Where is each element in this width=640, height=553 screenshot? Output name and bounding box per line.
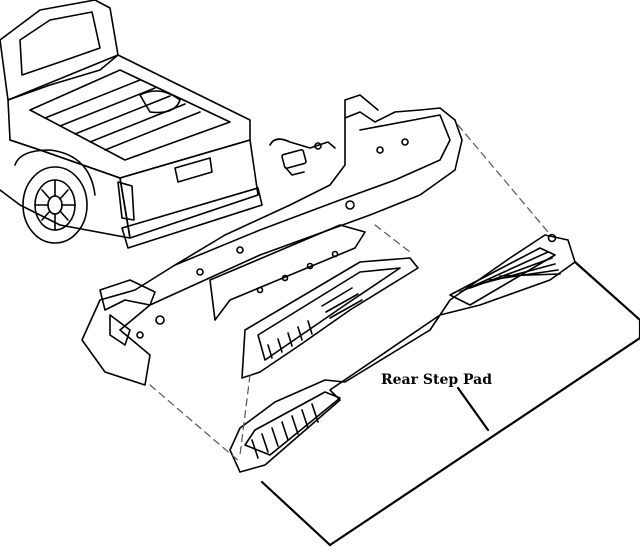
rear-step-pad	[229, 233, 576, 473]
rear-step-pad-label: Rear Step Pad	[381, 372, 493, 388]
callout-bracket	[260, 260, 640, 547]
rear-bumper	[81, 94, 463, 386]
wiring-harness	[269, 138, 336, 176]
center-step-pad	[241, 257, 419, 379]
leader-lines	[149, 124, 549, 463]
pickup-truck	[0, 0, 263, 249]
